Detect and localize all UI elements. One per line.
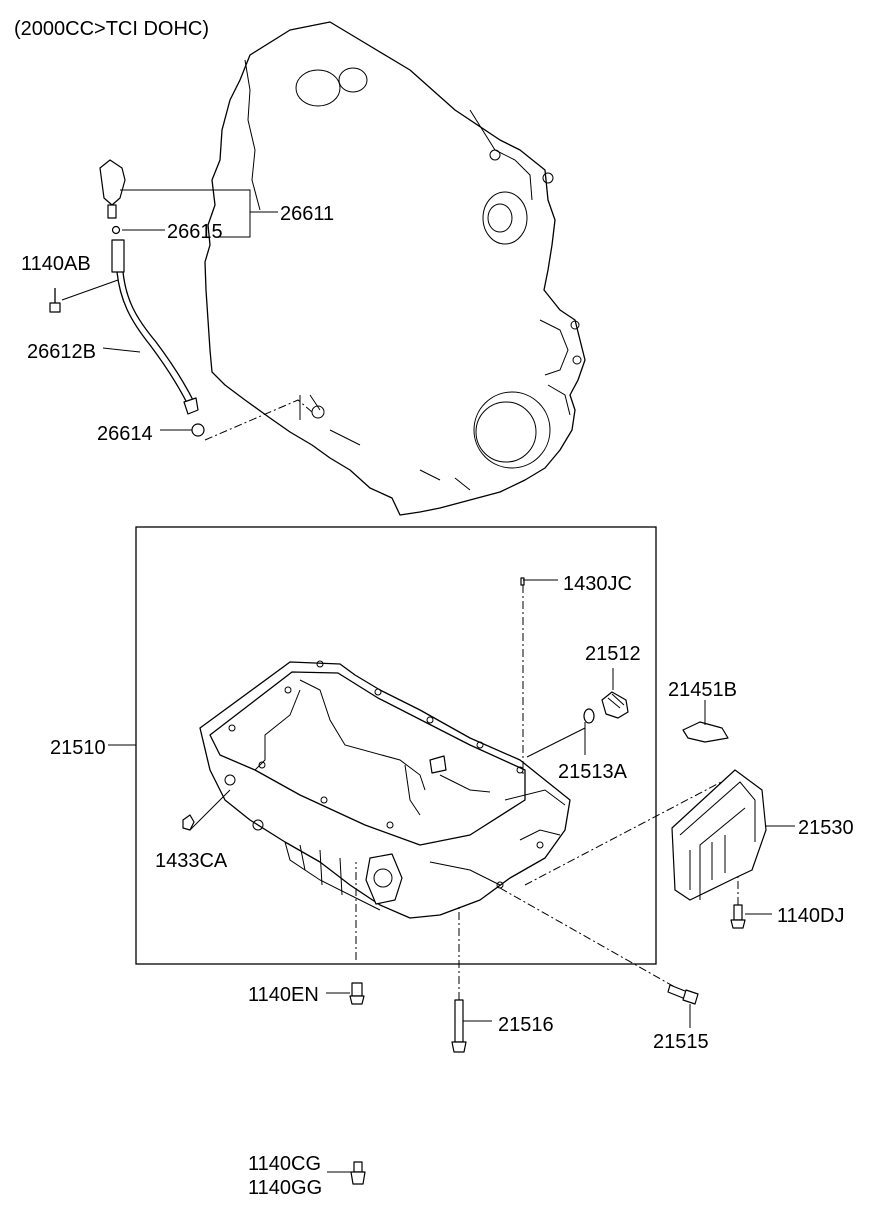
bolt-21515-drawing <box>667 984 699 1028</box>
oil-pan-drawing <box>199 660 571 919</box>
label-21515: 21515 <box>653 1031 709 1053</box>
oil-pan-leaders <box>189 579 726 1000</box>
dipstick-leaders <box>61 189 313 441</box>
label-21451B: 21451B <box>668 679 737 701</box>
label-1140EN: 1140EN <box>248 984 319 1006</box>
label-21513A: 21513A <box>558 761 628 783</box>
label-1140AB: 1140AB <box>21 253 91 275</box>
drain-plug-drawing <box>182 577 629 831</box>
oil-level-gauge-drawing <box>49 159 205 437</box>
bolt-1140CG-drawing <box>327 1161 366 1185</box>
label-21510: 21510 <box>50 737 106 759</box>
bolt-1140EN-drawing <box>326 982 365 1005</box>
engine-spec-title: (2000CC>TCI DOHC) <box>14 18 209 40</box>
engine-block-drawing <box>204 21 586 516</box>
label-21512: 21512 <box>585 643 641 665</box>
bolt-1140DJ-drawing <box>730 870 772 929</box>
part-labels: 26611 26615 1140AB 26612B 26614 1430JC 2… <box>21 203 854 1199</box>
label-1433CA: 1433CA <box>155 850 228 872</box>
label-21516: 21516 <box>498 1014 554 1036</box>
strainer-drawing <box>682 700 729 743</box>
label-1140GG: 1140GG <box>248 1177 322 1199</box>
label-26614: 26614 <box>97 423 153 445</box>
label-26611: 26611 <box>280 203 334 225</box>
baffle-plate-drawing <box>671 769 795 901</box>
label-1140DJ: 1140DJ <box>777 905 844 927</box>
label-1430JC: 1430JC <box>563 573 632 595</box>
label-26615: 26615 <box>167 221 223 243</box>
label-1140CG: 1140CG <box>248 1153 321 1175</box>
label-26612B: 26612B <box>27 341 96 363</box>
label-21530: 21530 <box>798 817 854 839</box>
bolt-21516-drawing <box>451 999 492 1053</box>
